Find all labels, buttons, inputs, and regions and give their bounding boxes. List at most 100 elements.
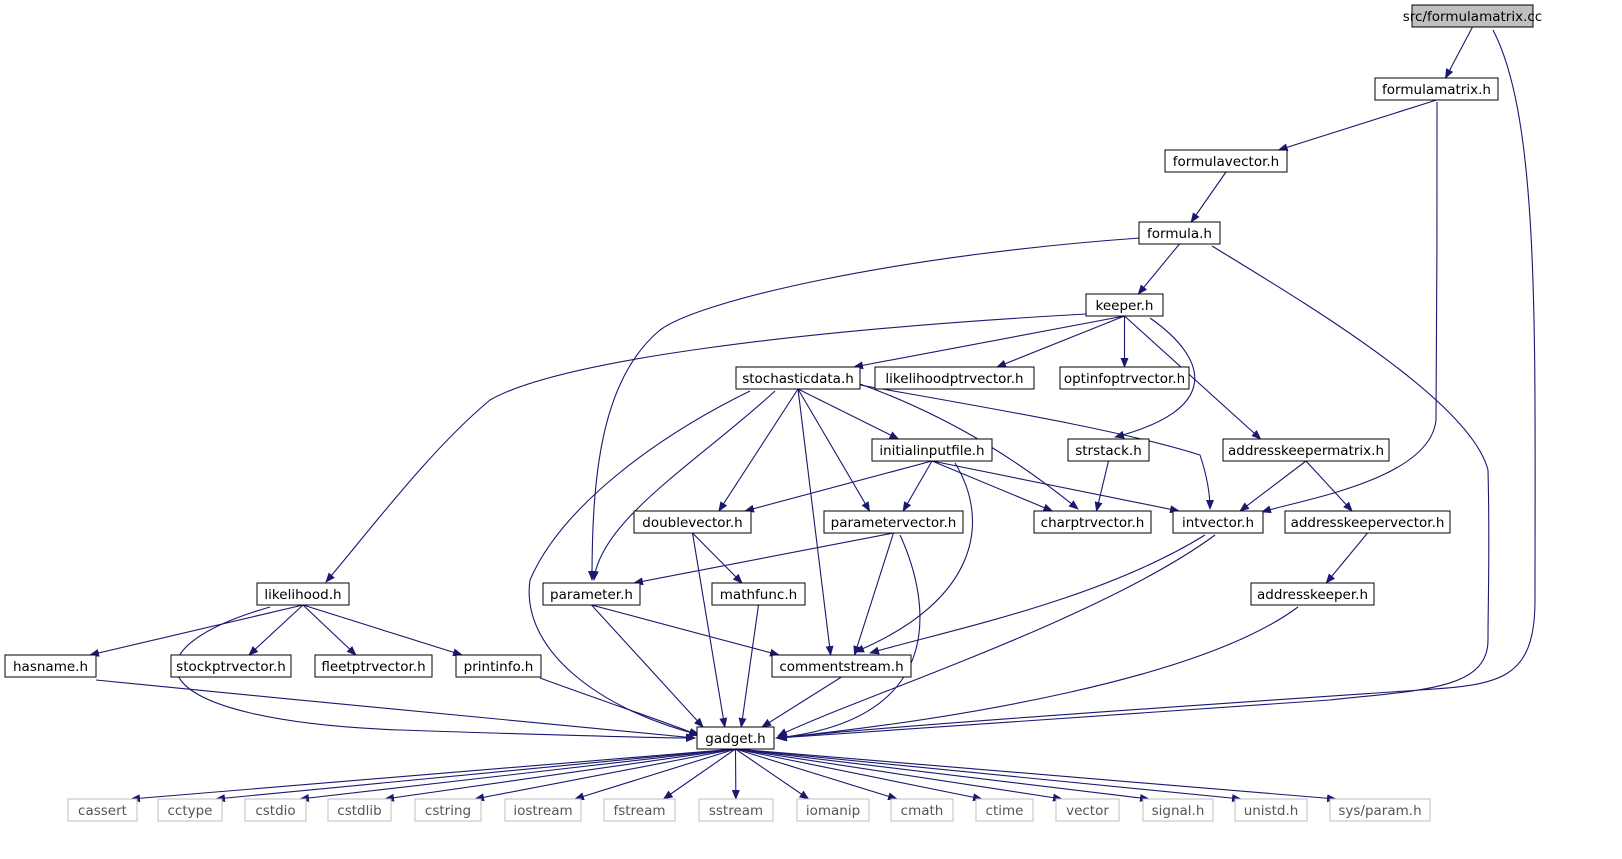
node-box: [603, 798, 676, 822]
node-label: intvector.h: [1182, 515, 1254, 531]
node-box: [1222, 438, 1390, 462]
edge-likelihood_h-to-fleetptrvector_h: [302, 604, 357, 656]
nodes-layer: src/formulamatrix.cc formulamatrix.h formu…: [4, 4, 1542, 822]
node-charptrvector-h[interactable]: charptrvector.h: [1033, 510, 1152, 534]
node-label: cstdlib: [337, 803, 381, 819]
node-doublevector-h[interactable]: doublevector.h: [633, 510, 752, 534]
edge-formulamatrix_h-to-formulavector_h: [1277, 99, 1437, 152]
edge-intvector_h-to-commentstream_h: [869, 534, 1206, 655]
edge-stochasticdata_h-to-initialinputfile_h: [797, 388, 900, 440]
edge-gadget_h-to-sys_param_h: [735, 748, 1337, 803]
node-box: [633, 510, 752, 534]
node-label: cassert: [78, 803, 127, 819]
node-box: [1411, 4, 1534, 28]
edge-gadget_h-to-fstream: [662, 748, 736, 800]
node-box: [975, 798, 1034, 822]
node-label: hasname.h: [13, 659, 88, 675]
node-label: fstream: [613, 803, 665, 819]
node-box: [327, 798, 392, 822]
node-label: likelihood.h: [264, 587, 341, 603]
edge-gadget_h-to-iostream: [574, 748, 736, 801]
node-iomanip: iomanip: [796, 798, 870, 822]
node-box: [244, 798, 307, 822]
node-initialinputfile-h[interactable]: initialinputfile.h: [871, 438, 993, 462]
node-addresskeepermatrix-h[interactable]: addresskeepermatrix.h: [1222, 438, 1390, 462]
node-mathfunc-h[interactable]: mathfunc.h: [711, 582, 806, 606]
node-optinfoptrvector-h[interactable]: optinfoptrvector.h: [1059, 366, 1190, 390]
edge-gadget_h-to-signal_h: [735, 748, 1150, 802]
edge-hasname_h-to-gadget_h: [95, 679, 696, 742]
node-hasname-h[interactable]: hasname.h: [4, 654, 97, 678]
edge-parameter_h-to-commentstream_h: [591, 604, 780, 657]
node-label: cstring: [425, 803, 471, 819]
edge-doublevector_h-to-mathfunc_h: [692, 532, 743, 584]
node-parameter-h[interactable]: parameter.h: [542, 582, 641, 606]
node-label: cctype: [167, 803, 212, 819]
edge-gadget_h-to-cstring: [474, 748, 736, 802]
edge-parametervector_h-to-parameter_h: [633, 532, 894, 586]
node-box: [771, 654, 912, 678]
edge-addresskeepermatrix_h-to-addresskeepervector_h: [1305, 460, 1353, 512]
node-vector: vector: [1055, 798, 1120, 822]
edge-stochasticdata_h-to-intvector_h: [859, 384, 1214, 510]
edge-gadget_h-to-cassert: [130, 748, 736, 803]
node-label: fleetptrvector.h: [321, 659, 425, 675]
node-label: charptrvector.h: [1041, 515, 1145, 531]
node-label: ctime: [986, 803, 1024, 819]
node-fleetptrvector-h[interactable]: fleetptrvector.h: [314, 654, 433, 678]
node-printinfo-h[interactable]: printinfo.h: [455, 654, 542, 678]
node-box: [796, 798, 870, 822]
node-root[interactable]: src/formulamatrix.cc: [1403, 4, 1542, 28]
edge-formulamatrix_h-to-intvector_h: [1261, 101, 1438, 514]
node-label: gadget.h: [705, 731, 765, 747]
edge-doublevector_h-to-gadget_h: [691, 532, 728, 728]
node-label: sys/param.h: [1338, 803, 1421, 819]
node-label: stockptrvector.h: [176, 659, 286, 675]
edge-stochasticdata_h-to-gadget_h: [528, 390, 751, 737]
node-label: unistd.h: [1244, 803, 1299, 819]
node-formulavector-h[interactable]: formulavector.h: [1164, 149, 1288, 173]
edge-formulavector_h-to-formula_h: [1190, 171, 1227, 223]
node-stockptrvector-h[interactable]: stockptrvector.h: [170, 654, 292, 678]
edge-keeper_h-to-stochasticdata_h: [853, 315, 1125, 370]
node-parametervector-h[interactable]: parametervector.h: [823, 510, 964, 534]
edge-initialinputfile_h-to-intvector_h: [931, 460, 1180, 514]
node-gadget-h[interactable]: gadget.h: [696, 726, 775, 750]
node-addresskeepervector-h[interactable]: addresskeepervector.h: [1284, 510, 1451, 534]
node-box: [170, 654, 292, 678]
node-commentstream-h[interactable]: commentstream.h: [771, 654, 912, 678]
edge-formula_h-to-parameter_h: [588, 237, 1141, 581]
edge-parameter_h-to-gadget_h: [591, 604, 704, 728]
node-box: [871, 438, 993, 462]
edge-gadget_h-to-ctime: [735, 748, 983, 802]
node-formulamatrix-h[interactable]: formulamatrix.h: [1374, 77, 1499, 101]
edge-likelihood_h-to-hasname_h: [89, 604, 304, 657]
node-cstdio: cstdio: [244, 798, 307, 822]
node-label: strstack.h: [1075, 443, 1142, 459]
node-label: addresskeepermatrix.h: [1228, 443, 1384, 459]
edge-stochasticdata_h-to-parameter_h: [590, 390, 776, 581]
node-intvector-h[interactable]: intvector.h: [1172, 510, 1264, 534]
node-unistd-h: unistd.h: [1234, 798, 1308, 822]
edge-keeper_h-to-likelihoodptrvector_h: [996, 315, 1125, 368]
node-formula-h[interactable]: formula.h: [1138, 221, 1221, 245]
node-fstream: fstream: [603, 798, 676, 822]
node-likelihoodptrvector-h[interactable]: likelihoodptrvector.h: [874, 366, 1035, 390]
node-keeper-h[interactable]: keeper.h: [1085, 293, 1164, 317]
node-label: vector: [1066, 803, 1109, 819]
edge-initialinputfile_h-to-commentstream_h: [854, 462, 973, 653]
edge-formula_h-to-gadget_h: [777, 245, 1490, 742]
edge-strstack_h-to-charptrvector_h: [1094, 460, 1110, 512]
edge-root-to-formulamatrix_h: [1445, 26, 1473, 79]
node-likelihood-h[interactable]: likelihood.h: [256, 582, 350, 606]
node-box: [1329, 798, 1431, 822]
node-box: [890, 798, 954, 822]
node-strstack-h[interactable]: strstack.h: [1067, 438, 1150, 462]
node-box: [735, 366, 861, 390]
node-label: initialinputfile.h: [879, 443, 984, 459]
node-stochasticdata-h[interactable]: stochasticdata.h: [735, 366, 861, 390]
node-label: iomanip: [806, 803, 860, 819]
node-box: [696, 726, 775, 750]
node-addresskeeper-h[interactable]: addresskeeper.h: [1250, 582, 1375, 606]
node-box: [823, 510, 964, 534]
